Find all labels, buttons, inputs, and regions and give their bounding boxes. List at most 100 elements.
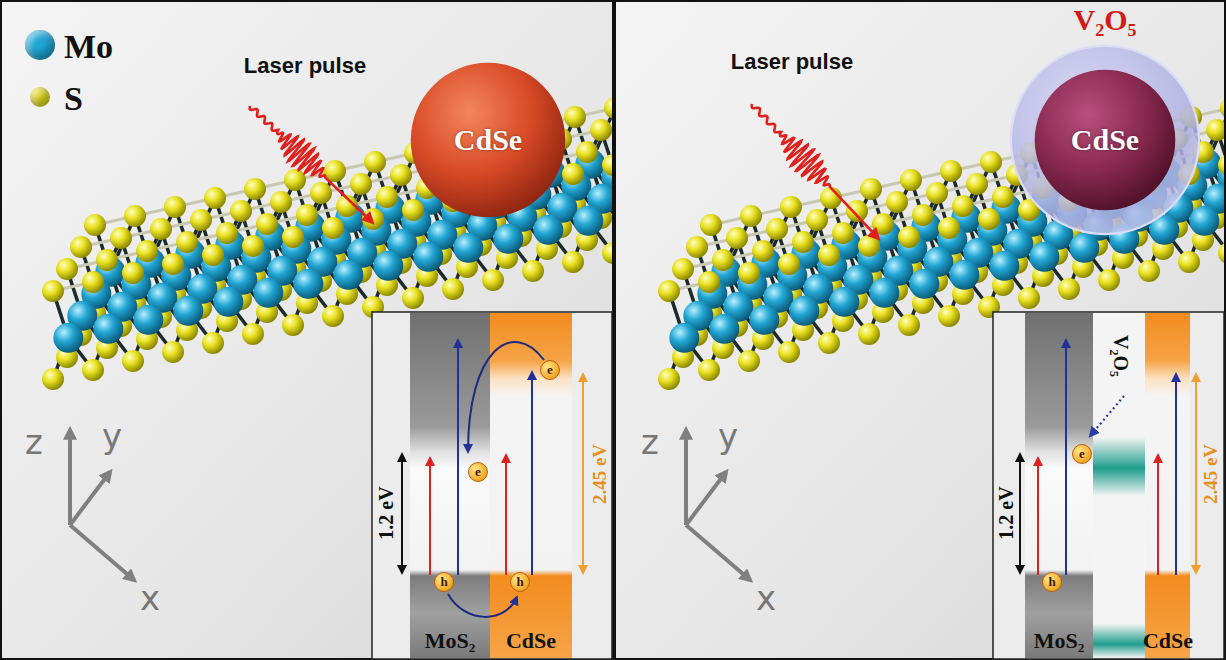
s-atom	[84, 214, 106, 236]
electron-marker: e	[540, 360, 560, 380]
material-label: MoS₂	[425, 628, 476, 654]
mo-atom	[709, 314, 739, 344]
sphere-shape	[1011, 46, 1199, 234]
mo-atom	[533, 215, 563, 245]
s-atom	[1138, 260, 1160, 282]
band-arrow	[1175, 374, 1177, 575]
electron-marker: e	[468, 462, 488, 482]
cdse-bands	[490, 313, 572, 658]
s-atom	[966, 173, 988, 195]
mo-atom	[413, 242, 443, 272]
s-atom	[590, 119, 612, 141]
panel	[615, 1, 1225, 659]
s-atom	[402, 199, 424, 221]
cdse-bands	[1145, 313, 1190, 658]
axis-arrow	[686, 472, 726, 525]
s-atom	[792, 231, 814, 253]
s-atom	[806, 209, 828, 231]
axis-label: x	[140, 578, 160, 618]
band-arrow	[1195, 374, 1197, 573]
s-atom	[322, 217, 344, 239]
mos2-bands	[1025, 313, 1093, 658]
axis-arrow	[684, 430, 688, 525]
s-atom	[190, 209, 212, 231]
s-atom	[818, 244, 840, 266]
s-atom	[164, 196, 186, 218]
s-atom	[1098, 269, 1120, 291]
s-atom	[992, 186, 1014, 208]
band-arrow	[429, 458, 431, 575]
s-atom	[402, 287, 424, 309]
s-atom	[322, 305, 344, 327]
axis-label: y	[718, 416, 738, 456]
s-atom	[858, 323, 880, 345]
axis-arrow	[70, 472, 110, 525]
s-atom	[202, 332, 224, 354]
s-atom	[978, 208, 1000, 230]
s-atom	[162, 341, 184, 363]
material-label: CdSe	[1143, 628, 1193, 654]
mos2-bands	[410, 313, 490, 658]
s-atom	[740, 205, 762, 227]
electron-marker: e	[1072, 444, 1092, 464]
s-atom	[860, 178, 882, 200]
s-atom	[886, 191, 908, 213]
sphere-label: CdSe	[1071, 125, 1139, 155]
s-atom	[940, 160, 962, 182]
s-atom	[362, 208, 384, 230]
s-atom	[96, 249, 118, 271]
band-arrow	[582, 374, 584, 573]
band-arrow	[1037, 458, 1039, 575]
mo-atom	[253, 278, 283, 308]
mo-atom	[173, 296, 203, 326]
s-atom	[284, 169, 306, 191]
s-atom	[296, 204, 318, 226]
s-atom	[778, 253, 800, 275]
mo-atom	[1029, 242, 1059, 272]
atom-swatch	[30, 87, 50, 107]
s-atom	[672, 258, 694, 280]
mo-atom	[789, 296, 819, 326]
mo-atom	[1069, 233, 1099, 263]
laser-pulse-wave	[250, 106, 372, 222]
s-atom	[1178, 251, 1200, 273]
v2o5-shell: V₂O₅CdSe	[1010, 45, 1200, 235]
band-arrow	[1065, 340, 1067, 575]
mo-atom	[293, 269, 323, 299]
s-atom	[42, 280, 64, 302]
s-atom	[310, 182, 332, 204]
s-atom	[872, 213, 894, 235]
s-atom	[42, 368, 64, 390]
s-atom	[122, 350, 144, 372]
s-atom	[832, 222, 854, 244]
mo-atom	[333, 260, 363, 290]
band-arrow	[1090, 396, 1124, 436]
s-atom	[698, 271, 720, 293]
s-atom	[442, 278, 464, 300]
s-atom	[602, 154, 612, 176]
v2o5-state-label: V₂O₅	[1109, 335, 1132, 377]
cdse-sphere: CdSe	[1034, 69, 1176, 211]
laser-label: Laser pulse	[244, 53, 366, 79]
s-atom	[82, 359, 104, 381]
s-atom	[216, 222, 238, 244]
material-label: MoS₂	[1034, 628, 1085, 654]
s-atom	[230, 200, 252, 222]
s-atom	[926, 182, 948, 204]
s-atom	[766, 218, 788, 240]
mo-atom	[949, 260, 979, 290]
s-atom	[938, 217, 960, 239]
gap-label: 2.45 eV	[1200, 444, 1222, 504]
s-atom	[604, 97, 612, 119]
s-atom	[270, 191, 292, 213]
s-atom	[900, 169, 922, 191]
s-atom	[780, 196, 802, 218]
s-atom	[938, 305, 960, 327]
axis-arrow	[686, 525, 750, 580]
mo-atom	[749, 305, 779, 335]
s-atom	[364, 151, 386, 173]
mo-atom	[909, 269, 939, 299]
s-atom	[122, 262, 144, 284]
gap-label: 1.2 eV	[375, 486, 398, 539]
